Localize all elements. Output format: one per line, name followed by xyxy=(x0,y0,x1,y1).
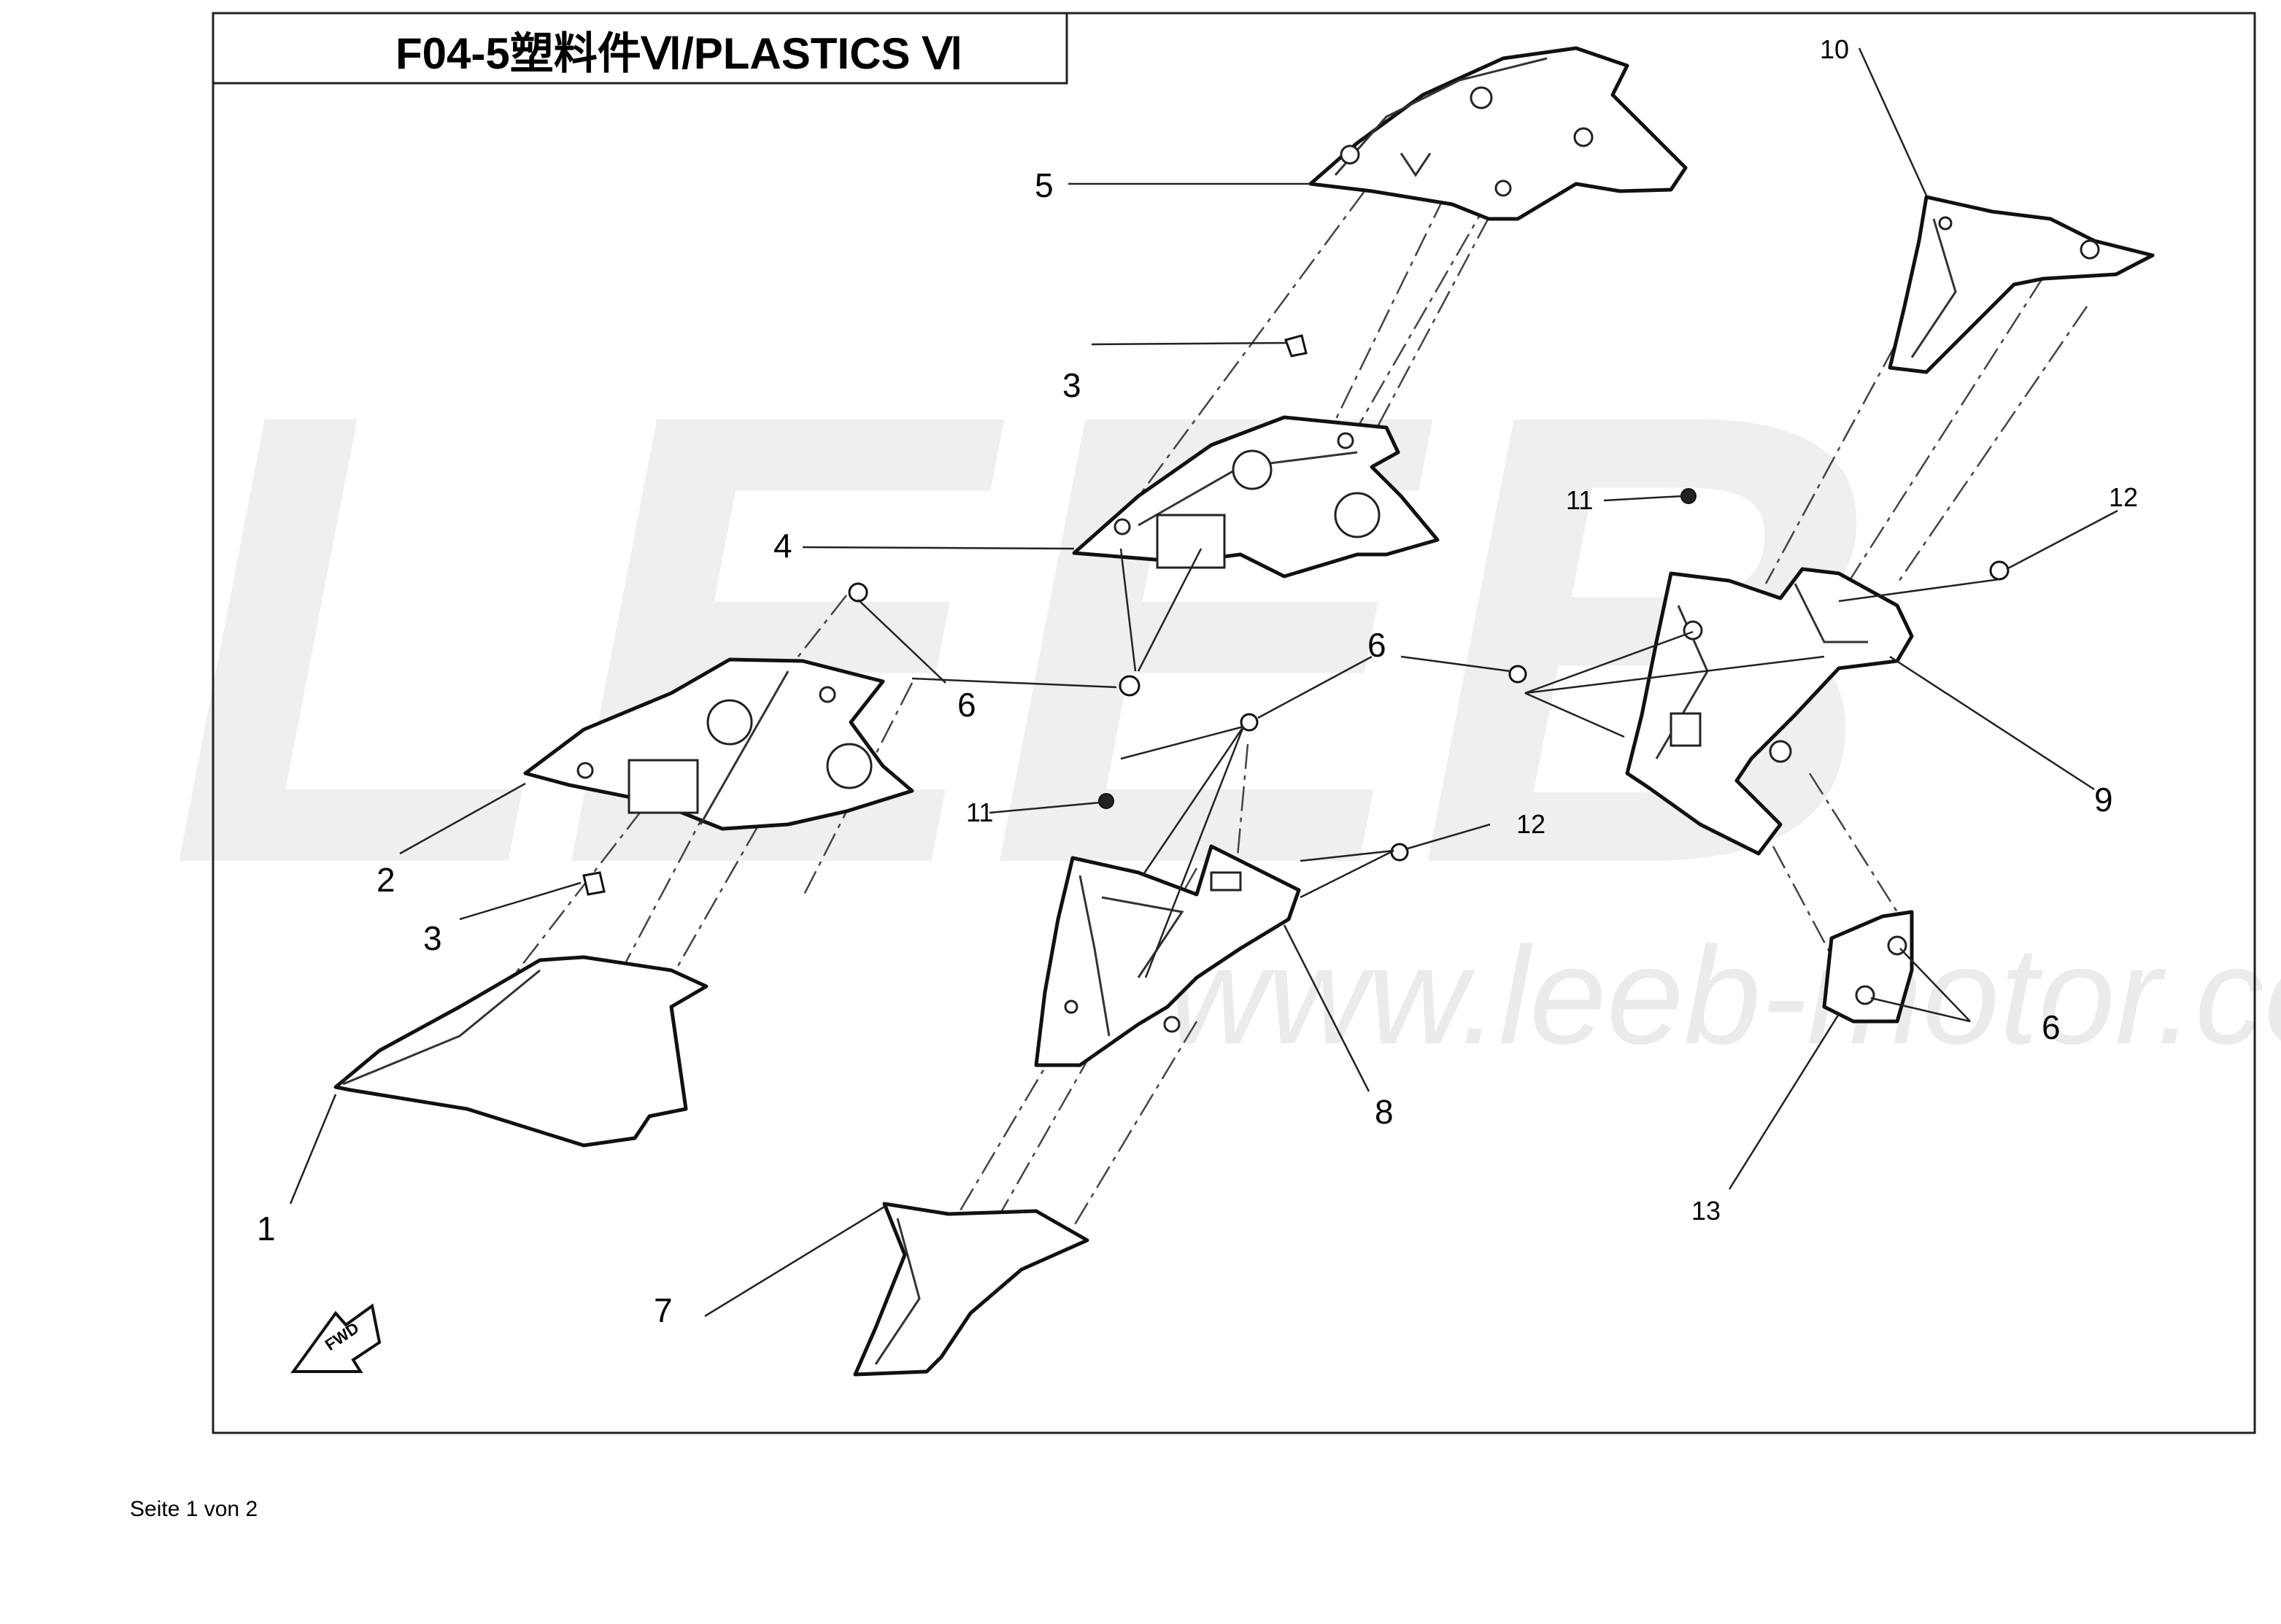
part-8 xyxy=(1034,844,1301,1067)
part-13 xyxy=(1822,910,1914,1024)
title-box xyxy=(212,12,1068,85)
part-2 xyxy=(523,657,914,831)
part-9 xyxy=(1625,567,1914,856)
callout-6c: 6 xyxy=(2042,1008,2061,1046)
callout-4: 4 xyxy=(773,527,792,565)
callout-10: 10 xyxy=(1820,34,1849,64)
fasteners xyxy=(582,334,2010,896)
diagram-title: F04-5塑料件Ⅵ/PLASTICS Ⅵ xyxy=(395,29,962,78)
leader-lines xyxy=(289,47,2118,1318)
watermark-url: www.leeb-motor.com xyxy=(1167,919,2281,1073)
callout-6b: 6 xyxy=(1367,626,1386,664)
callout-12b: 12 xyxy=(1516,809,1545,839)
callout-11b: 11 xyxy=(966,797,993,827)
part-5 xyxy=(1308,46,1688,221)
callout-3a: 3 xyxy=(1062,366,1081,404)
callout-2: 2 xyxy=(377,861,395,899)
fwd-arrow-icon: FWD xyxy=(290,1303,382,1373)
callout-12a: 12 xyxy=(2109,482,2138,512)
part-7 xyxy=(853,1202,1089,1377)
diagram-frame xyxy=(212,12,2256,1434)
part-4 xyxy=(1072,415,1440,579)
callout-3b: 3 xyxy=(423,919,442,957)
callout-6a: 6 xyxy=(957,686,976,724)
part-10 xyxy=(1888,195,2155,374)
callout-8: 8 xyxy=(1375,1093,1394,1131)
callout-5: 5 xyxy=(1035,166,1054,204)
watermark-brand: LEEB xyxy=(168,280,1880,997)
part-1 xyxy=(333,955,709,1148)
callout-labels: 1 2 3 3 4 5 6 6 6 7 8 9 10 11 11 12 12 1… xyxy=(257,34,2138,1329)
page-footer: Seite 1 von 2 xyxy=(130,1497,258,1521)
callout-9: 9 xyxy=(2094,781,2113,819)
callout-1: 1 xyxy=(257,1210,276,1248)
callout-13: 13 xyxy=(1691,1196,1721,1226)
callout-11a: 11 xyxy=(1566,485,1593,515)
callout-7: 7 xyxy=(654,1291,673,1329)
